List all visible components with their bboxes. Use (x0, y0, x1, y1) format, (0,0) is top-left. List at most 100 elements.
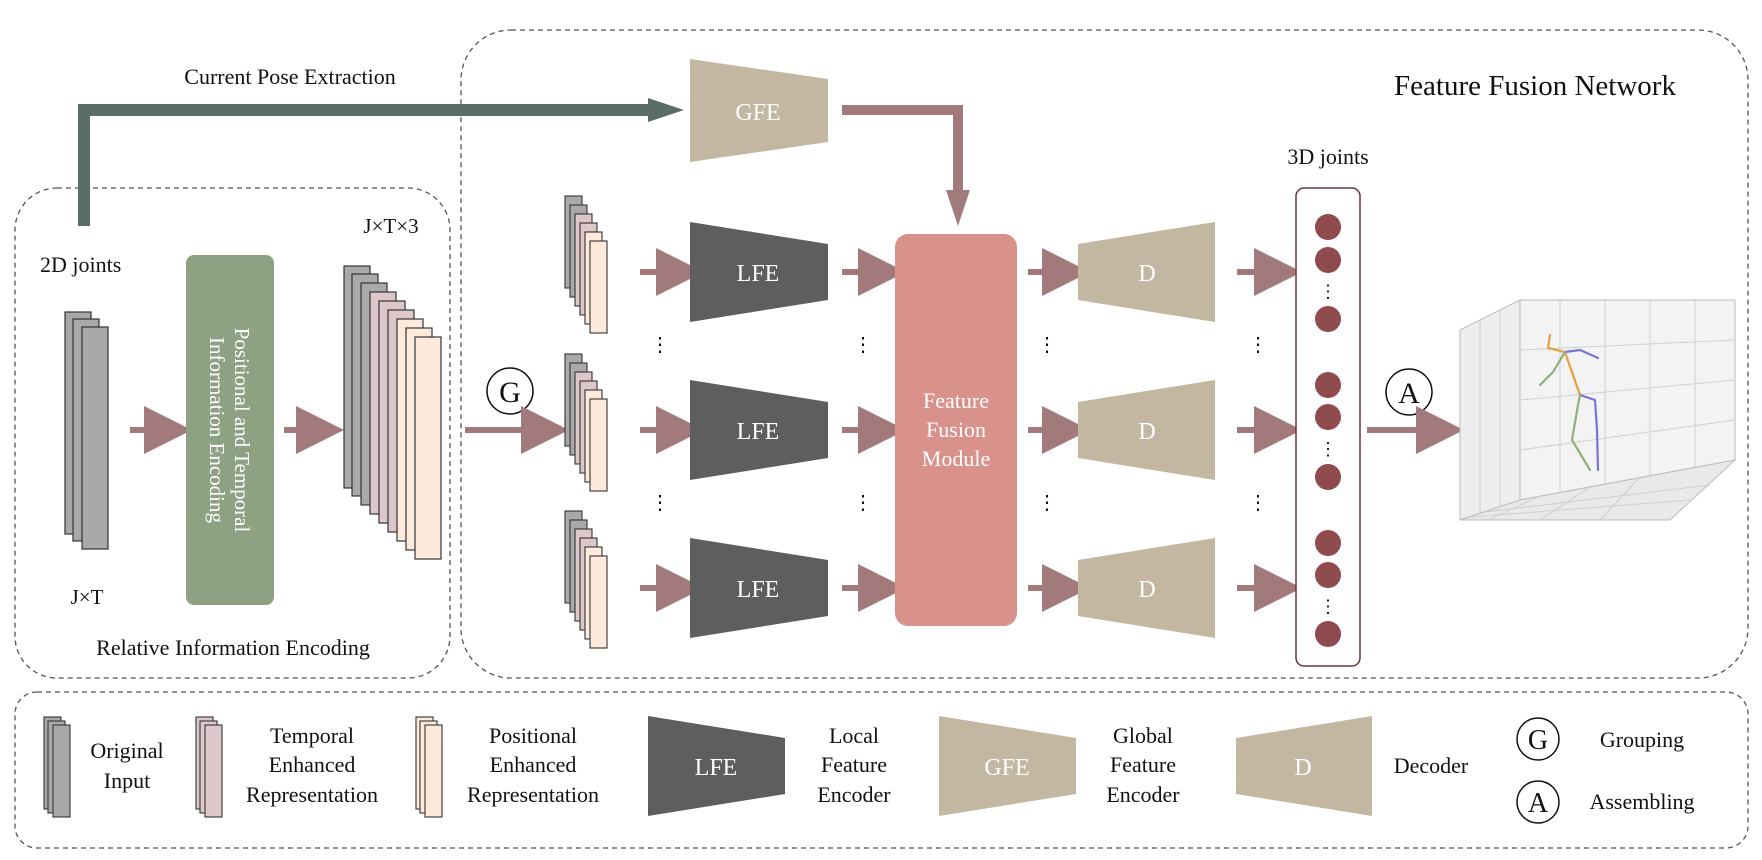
legend-lfe-desc-line2: Feature (821, 752, 887, 777)
fusion-label-line2: Fusion (926, 417, 986, 442)
legend-box (14, 691, 1749, 849)
legend-gfe-block (939, 716, 1076, 816)
joint-dot (1315, 464, 1341, 490)
fusion-label-line1: Feature (923, 388, 989, 413)
legend-positional-line3: Representation (467, 782, 599, 807)
joint-ellipsis-3: ⋮ (1319, 597, 1337, 617)
gfe-label: GFE (735, 100, 780, 126)
input-2d-stack (64, 311, 109, 550)
legend-decoder-desc: Decoder (1394, 753, 1469, 778)
legend-original-line1: Original (90, 738, 163, 763)
input-dims-label: J×T (71, 585, 104, 609)
lfe-block-1 (690, 222, 828, 322)
input-2d-label: 2D joints (40, 252, 121, 277)
assembling-letter: A (1398, 377, 1420, 410)
gfe-to-fusion-arrow (842, 105, 963, 194)
ellipsis-1-1: ⋮ (650, 334, 670, 356)
feature-fusion-module (895, 234, 1017, 626)
decoder-block-1 (1078, 222, 1215, 322)
joint-dots: ⋮ ⋮ ⋮ (1315, 214, 1341, 647)
decoder-label-1: D (1138, 261, 1155, 287)
lfe-label-3: LFE (737, 577, 780, 603)
legend-gfe-desc-line2: Feature (1110, 752, 1176, 777)
ellipsis-2-3: ⋮ (1037, 492, 1057, 514)
relative-encoding-box (14, 187, 451, 679)
joint-dot (1315, 530, 1341, 556)
ellipsis-1-2: ⋮ (853, 334, 873, 356)
joint-dot (1315, 306, 1341, 332)
positional-temporal-encoding-block (186, 255, 274, 605)
fusion-label-line3: Module (922, 446, 990, 471)
lfe-block-2 (690, 380, 828, 480)
decoder-label-2: D (1138, 419, 1155, 445)
legend-assembling-label: Assembling (1589, 789, 1694, 814)
legend-assembling-symbol (1516, 780, 1560, 824)
grouping-letter: G (499, 376, 521, 409)
legend-lfe-desc-line3: Encoder (817, 782, 891, 807)
gfe-to-fusion-arrowhead (946, 190, 970, 226)
joint-dot (1315, 247, 1341, 273)
ellipsis-2-2: ⋮ (853, 492, 873, 514)
joint-ellipsis-1: ⋮ (1319, 282, 1337, 302)
joint-dot (1315, 214, 1341, 240)
fusion-network-title: Feature Fusion Network (1394, 70, 1676, 102)
group-stack-1 (564, 195, 608, 334)
joint-dot (1315, 372, 1341, 398)
lfe-label-1: LFE (737, 261, 780, 287)
stack-layer (589, 398, 608, 492)
enhanced-output-stack (343, 265, 442, 560)
legend-lfe-block (648, 716, 785, 816)
decoder-block-3 (1078, 538, 1215, 638)
ellipsis-2-4: ⋮ (1248, 492, 1268, 514)
group-stacks (564, 195, 608, 649)
lfe-block-3 (690, 538, 828, 638)
encoding-label-line2: Information Encoding (205, 337, 229, 524)
joint-ellipsis-2: ⋮ (1319, 439, 1337, 459)
legend-temporal-icon (195, 716, 223, 818)
legend-grouping-label: Grouping (1600, 727, 1684, 752)
legend-positional-icon (415, 716, 443, 818)
legend-decoder-block (1236, 716, 1372, 816)
ellipsis-1-4: ⋮ (1248, 334, 1268, 356)
lfe-label-2: LFE (737, 419, 780, 445)
legend-grouping-symbol (1516, 717, 1560, 761)
encoding-label-line1: Positional and Temporal (230, 328, 254, 533)
legend-positional-line2: Enhanced (490, 752, 577, 777)
assembling-symbol (1385, 368, 1433, 416)
grouping-symbol (486, 367, 534, 415)
legend-lfe-label: LFE (695, 755, 738, 781)
legend-assembling-letter: A (1528, 788, 1549, 819)
legend-positional-line1: Positional (489, 723, 577, 748)
joint-dot (1315, 621, 1341, 647)
decoder-block-2 (1078, 380, 1215, 480)
legend-original-input-icon (43, 716, 71, 818)
legend-temporal-line3: Representation (246, 782, 378, 807)
current-pose-arrow (78, 104, 650, 226)
legend-gfe-desc-line1: Global (1113, 723, 1173, 748)
legend-grouping-letter: G (1528, 725, 1548, 756)
group-stack-2 (564, 353, 608, 492)
branch-rows: LFE D LFE D LFE D ⋮ ⋮ ⋮ ⋮ ⋮ ⋮ ⋮ ⋮ (640, 222, 1302, 638)
joint-dot (1315, 562, 1341, 588)
output-dims-label: J×T×3 (363, 214, 418, 238)
stack-layer (589, 240, 608, 334)
3d-pose-plot (1459, 299, 1737, 521)
legend-temporal-line2: Enhanced (269, 752, 356, 777)
fusion-network-box (460, 29, 1749, 679)
current-pose-label: Current Pose Extraction (184, 64, 395, 89)
group-stack-3 (564, 510, 608, 649)
ellipsis-2-1: ⋮ (650, 492, 670, 514)
joint-dot (1315, 404, 1341, 430)
decoder-label-3: D (1138, 577, 1155, 603)
output-3d-label: 3D joints (1287, 144, 1368, 169)
legend-decoder-label: D (1294, 755, 1311, 781)
legend-gfe-desc-line3: Encoder (1106, 782, 1180, 807)
legend-original-line2: Input (104, 768, 150, 793)
relative-encoding-title: Relative Information Encoding (96, 635, 370, 660)
legend-lfe-desc-line1: Local (829, 723, 879, 748)
stack-layer (589, 555, 608, 649)
ellipsis-1-3: ⋮ (1037, 334, 1057, 356)
gfe-block (690, 59, 828, 162)
